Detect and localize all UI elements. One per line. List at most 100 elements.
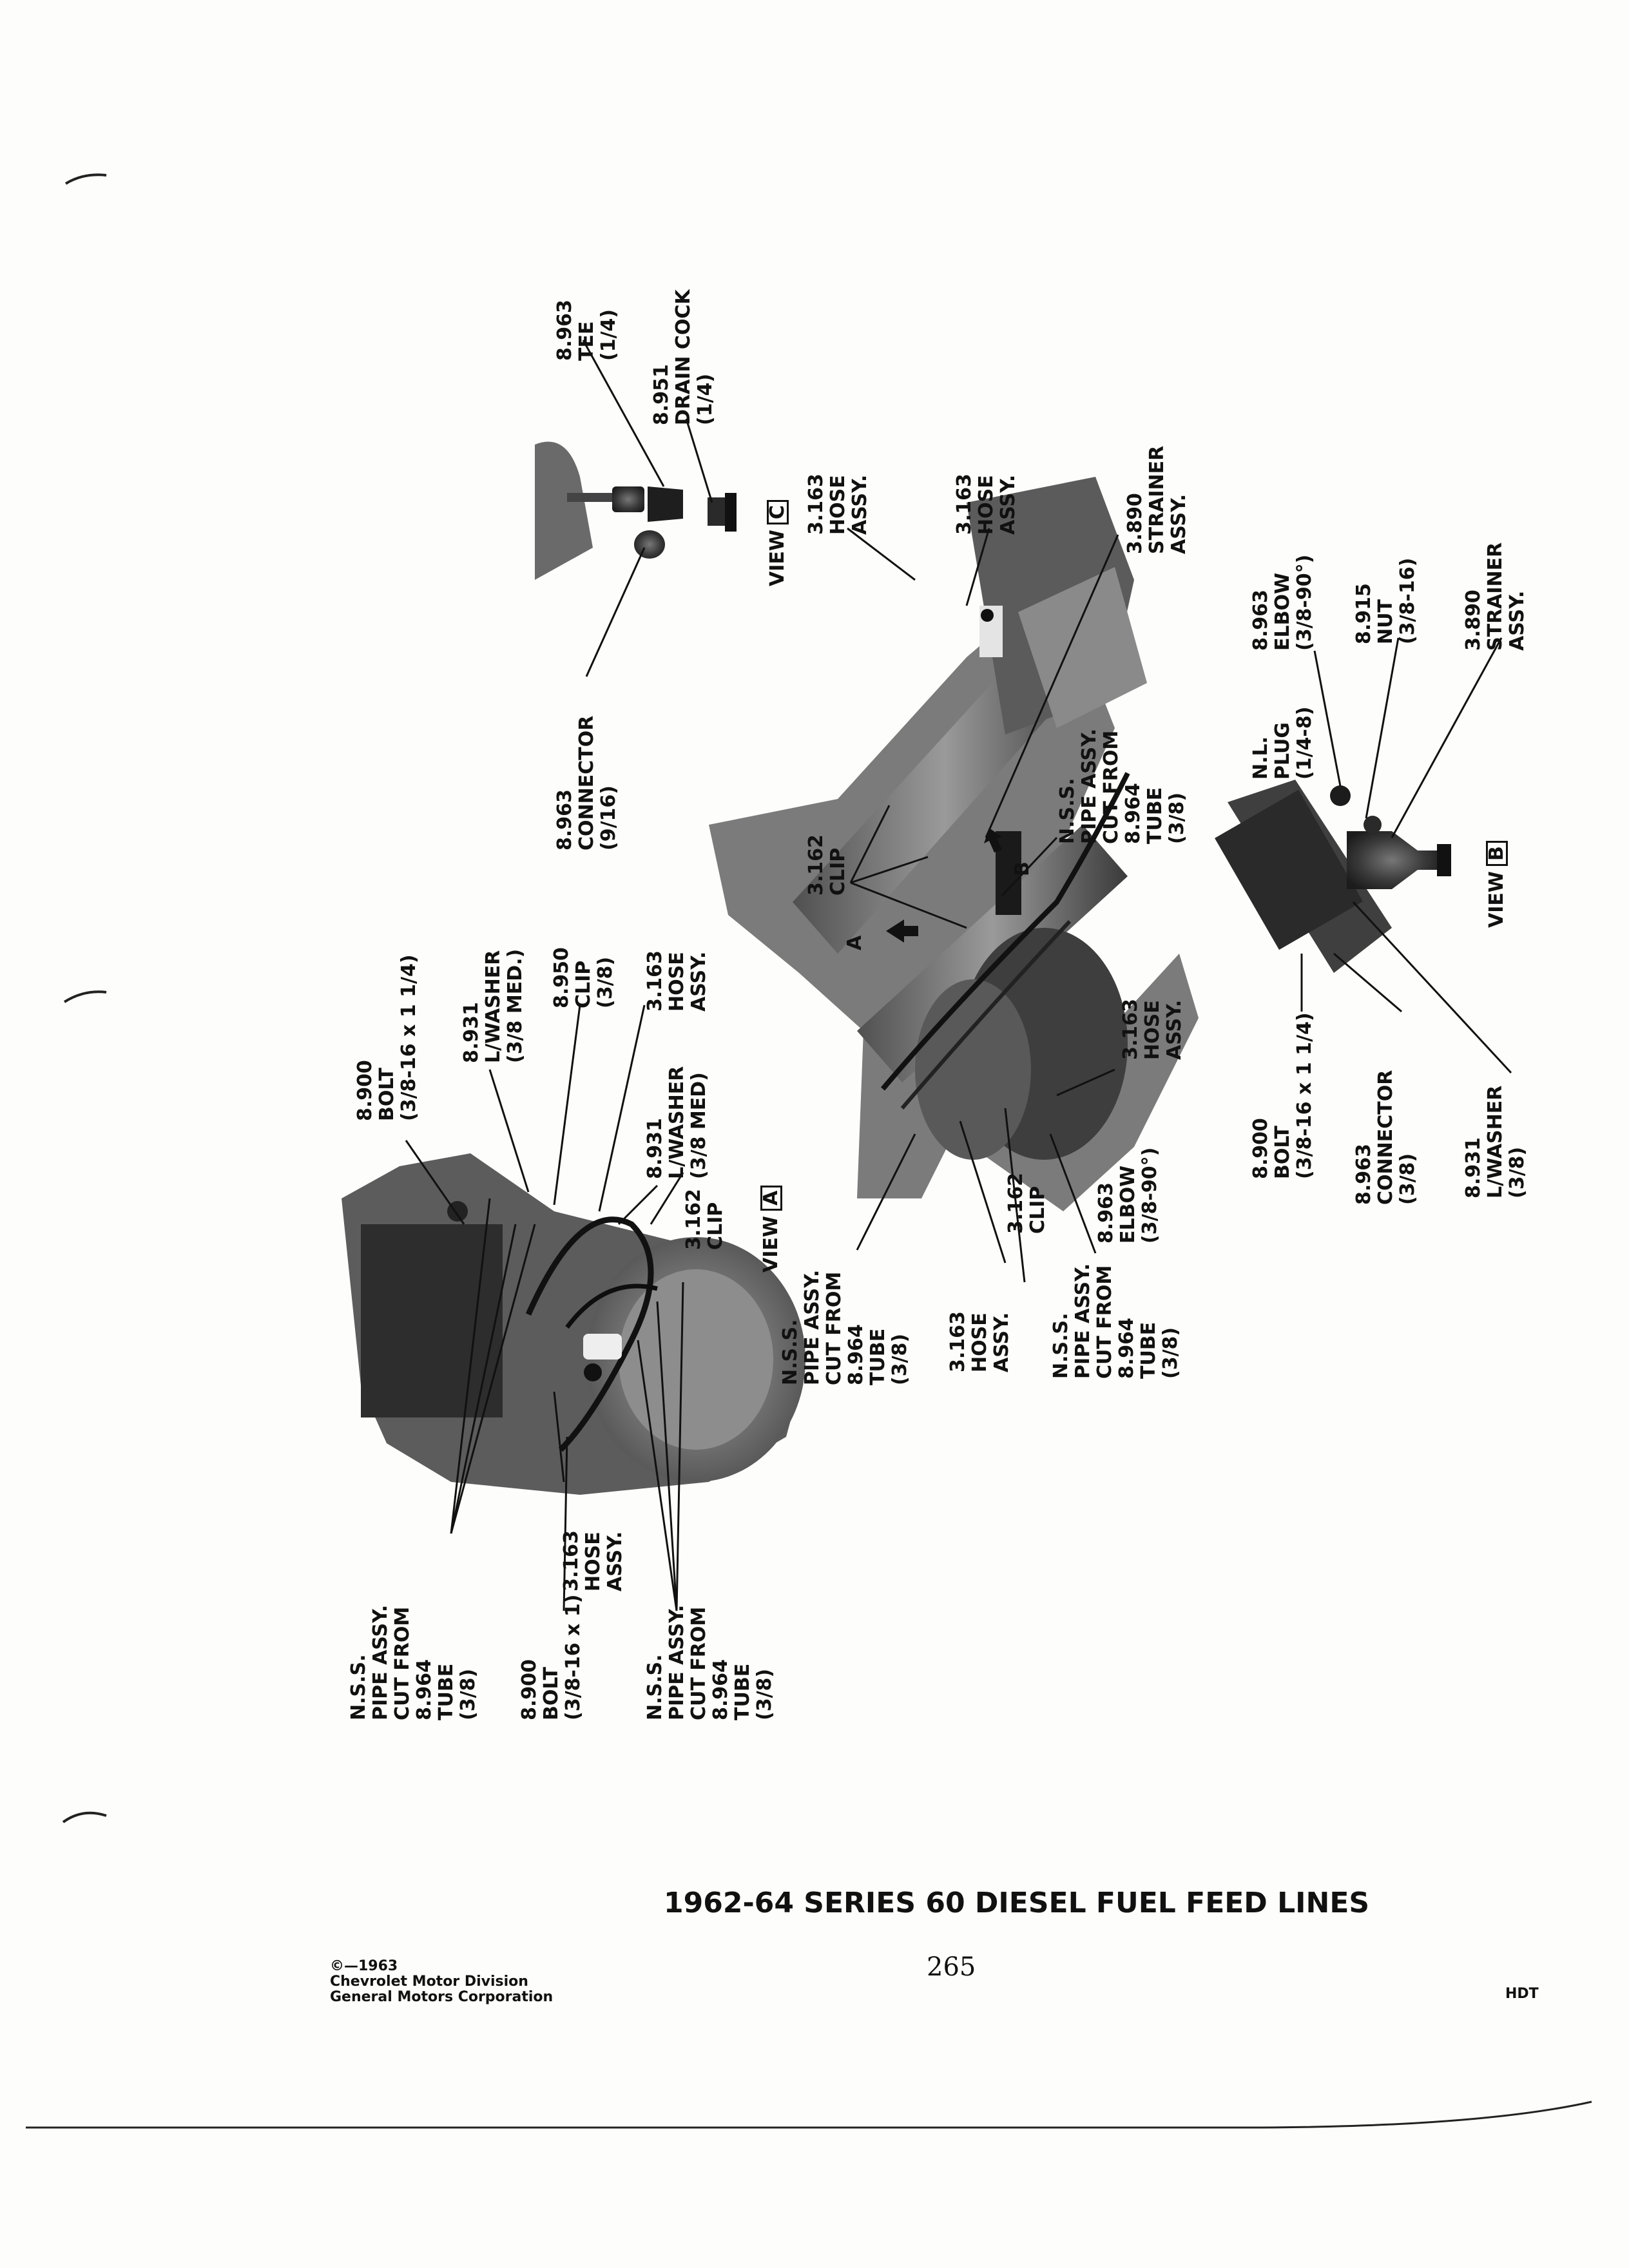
callout-line: HOSE xyxy=(666,952,688,1012)
callout-line: STRAINER xyxy=(1146,445,1168,554)
callout-line: TUBE xyxy=(1137,1321,1160,1379)
callout-line: CLIP xyxy=(572,960,595,1008)
callout-line: DRAIN COCK xyxy=(672,289,695,425)
callout-line: N.S.S. xyxy=(1056,778,1079,844)
callout-line: PIPE ASSY. xyxy=(369,1604,392,1720)
callout-line: HOSE xyxy=(975,475,998,535)
callout-line: N.S.S. xyxy=(644,1654,666,1720)
callout-line: TEE xyxy=(575,321,598,361)
callout-line: 3.163 xyxy=(953,474,976,535)
callout-line: CUT FROM xyxy=(823,1271,845,1385)
view-b-photo xyxy=(1215,780,1451,973)
callout-line: 3.162 xyxy=(805,834,827,896)
callout-line: 3.163 xyxy=(1119,999,1142,1060)
callout-line: (3/8) xyxy=(1166,792,1188,844)
leader-lines xyxy=(405,340,1512,1611)
callout-line: CLIP xyxy=(1027,1186,1049,1234)
callout-line: 8.964 xyxy=(1115,1318,1138,1379)
callout-line: 8.964 xyxy=(1122,783,1144,844)
view-a-word: VIEW xyxy=(760,1216,782,1273)
callout-line: (3/8 MED) xyxy=(688,1072,710,1179)
callout-line: CUT FROM xyxy=(1100,730,1123,844)
view-c-photo xyxy=(535,441,737,580)
callout-line: TUBE xyxy=(435,1663,458,1720)
callout-line: CLIP xyxy=(704,1202,727,1250)
callout-line: 3.890 xyxy=(1462,590,1485,651)
marker-a: A xyxy=(843,935,866,950)
copyright-line: Chevrolet Motor Division xyxy=(330,1974,528,1990)
callout-line: BOLT xyxy=(376,1068,398,1121)
callout-line: CUT FROM xyxy=(1094,1265,1116,1379)
callout-line: (3/8) xyxy=(1159,1327,1182,1379)
callout-line: L/WASHER xyxy=(666,1066,688,1179)
callout-line: CONNECTOR xyxy=(1374,1070,1397,1205)
callout-line: CLIP xyxy=(827,847,849,896)
callout-line: 3.163 xyxy=(644,950,666,1012)
callout-line: (3/8-16 x 1 1/4) xyxy=(1293,1012,1316,1179)
copyright-line: ©—1963 xyxy=(330,1958,398,1974)
chassis-photo xyxy=(709,477,1199,1211)
callout-line: HOSE xyxy=(827,475,849,535)
callout-line: ASSY. xyxy=(604,1531,626,1591)
callout-line: (1/4-8) xyxy=(1293,706,1316,780)
callout-line: HOSE xyxy=(1141,1000,1164,1060)
view-b-letter: B xyxy=(1485,841,1508,867)
callout-line: L/WASHER xyxy=(1484,1085,1507,1198)
callout-line: ASSY. xyxy=(688,951,710,1012)
callout-line: N.S.S. xyxy=(779,1319,802,1385)
callout-line: 8.900 xyxy=(518,1659,541,1720)
copyright-line: General Motors Corporation xyxy=(330,1989,554,2005)
callout-line: BOLT xyxy=(1271,1126,1294,1179)
page-number: 265 xyxy=(927,1952,976,1982)
callout-line: ASSY. xyxy=(997,474,1019,535)
callout-line: (3/8-16 x 1 1/4) xyxy=(398,954,420,1121)
callout-line: (1/4) xyxy=(694,373,717,425)
callout-line: 8.915 xyxy=(1353,583,1375,644)
callout-line: (3/8-16 x 1) xyxy=(562,1594,584,1720)
callout-line: HOSE xyxy=(969,1312,991,1372)
callout-line: CUT FROM xyxy=(391,1606,414,1720)
callout-line: 8.963 xyxy=(554,789,576,850)
callout-line: ELBOW xyxy=(1271,572,1294,651)
callout-line: 8.931 xyxy=(1462,1137,1485,1198)
callout-line: 3.163 xyxy=(560,1530,583,1591)
view-c-letter: C xyxy=(766,500,789,525)
view-b-label: VIEWB xyxy=(1485,841,1508,928)
corner-code: HDT xyxy=(1505,1986,1539,2002)
view-a-label: VIEW A xyxy=(760,1185,782,1273)
callout-line: N.S.S. xyxy=(1050,1312,1072,1379)
callout-line: STRAINER xyxy=(1484,542,1507,651)
marker-arrows xyxy=(886,828,1002,943)
callout-line: N.S.S. xyxy=(347,1654,370,1720)
callout-line: PIPE ASSY. xyxy=(1078,728,1101,844)
callout-line: 3.890 xyxy=(1124,493,1146,554)
callout-line: NUT xyxy=(1374,599,1397,644)
callout-line: 3.163 xyxy=(805,474,827,535)
view-a-letter: A xyxy=(760,1185,782,1211)
callout-line: PLUG xyxy=(1271,722,1294,780)
callout-line: (3/8-90°) xyxy=(1139,1147,1161,1244)
binder-marks xyxy=(26,173,1592,2129)
